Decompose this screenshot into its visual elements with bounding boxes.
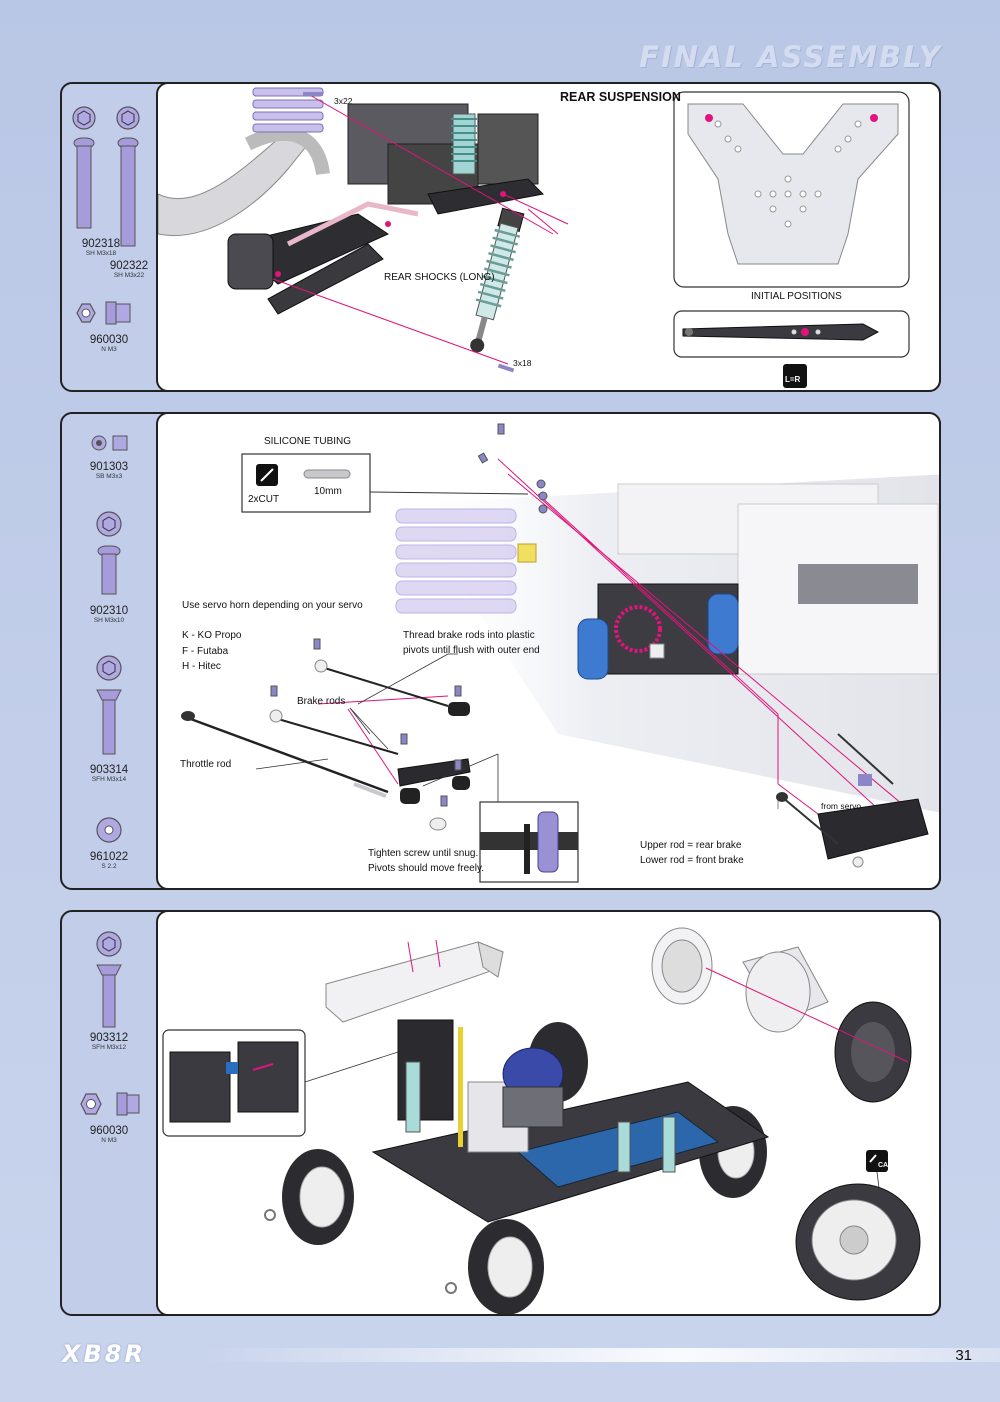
throttle-rod-label: Throttle rod	[180, 759, 232, 770]
nut-icon	[76, 301, 131, 325]
part-960030-b: 960030 N M3	[89, 1125, 129, 1144]
servo-horn-note: Use servo horn depending on your servo	[182, 600, 363, 611]
from-servo-label: from servo	[821, 801, 862, 811]
servo-option-futaba: F - Futaba	[182, 646, 229, 657]
part-902318: 902318 SH M3x18	[81, 238, 121, 257]
servo-option-ko: K - KO Propo	[182, 630, 242, 641]
brand-logo: XB8R	[62, 1340, 146, 1368]
thread-note-line2: pivots until flush with outer end	[403, 645, 540, 656]
screw-3x22-label: 3x22	[334, 96, 353, 106]
initial-positions-label: INITIAL POSITIONS	[751, 291, 842, 302]
car-final-illustration	[162, 927, 921, 1314]
parts-icons	[80, 931, 140, 1116]
upper-rod-note: Upper rod = rear brake	[640, 840, 742, 851]
rear-shocks-label: REAR SHOCKS (LONG)	[384, 272, 495, 283]
part-960030: 960030 N M3	[89, 334, 129, 353]
brake-throttle-panel: SILICONE TUBING 2xCUT 10mm Use servo hor…	[156, 412, 941, 890]
tubing-length-label: 10mm	[314, 486, 342, 497]
screw-3x18-label: 3x18	[513, 358, 532, 368]
washer-icon	[96, 817, 122, 843]
lower-rod-note: Lower rod = front brake	[640, 855, 744, 866]
brake-linkage-illustration	[181, 423, 939, 883]
brake-throttle-section: 901303 SB M3x3 902310 SH M3x10 903314 SF…	[60, 412, 941, 890]
rear-suspension-panel: 3x22 REAR SUSPENSION REAR SHOCKS (LONG) …	[156, 82, 941, 392]
page-title: FINAL ASSEMBLY	[639, 40, 942, 74]
flat-head-screw-icon	[96, 655, 122, 755]
set-screw-icon	[91, 435, 128, 451]
nut-icon	[80, 1092, 140, 1116]
parts-sidebar: 902318 SH M3x18 902322 SH M3x22 960030 N…	[62, 84, 156, 390]
parts-sidebar: 901303 SB M3x3 902310 SH M3x10 903314 SF…	[62, 414, 156, 888]
screw-icon	[116, 106, 140, 247]
tighten-note-line1: Tighten screw until snug.	[368, 848, 479, 859]
ca-badge-text: CA	[878, 1162, 889, 1169]
wheel-wing-panel: CA	[156, 910, 941, 1316]
thread-note-line1: Thread brake rods into plastic	[403, 630, 535, 641]
screw-icon	[72, 106, 96, 229]
part-901303: 901303 SB M3x3	[89, 461, 129, 480]
tighten-note-line2: Pivots should move freely.	[368, 863, 484, 874]
part-961022: 961022 S 2.2	[89, 851, 129, 870]
brake-rods-label: Brake rods	[297, 696, 346, 707]
silicone-tubing-title: SILICONE TUBING	[264, 436, 352, 447]
lr-badge-text: L=R	[785, 375, 801, 384]
part-903314: 903314 SFH M3x14	[89, 764, 129, 783]
servo-option-hitec: H - Hitec	[182, 661, 221, 672]
parts-sidebar: 903312 SFH M3x12 960030 N M3	[62, 912, 156, 1314]
glue-ca-icon	[866, 1150, 888, 1172]
page-number: 31	[955, 1347, 972, 1364]
rear-suspension-illustration	[158, 87, 910, 388]
flat-head-screw-icon	[96, 931, 122, 1028]
part-902322: 902322 SH M3x22	[109, 260, 149, 279]
parts-icons	[91, 435, 128, 843]
part-903312: 903312 SFH M3x12	[89, 1032, 129, 1051]
parts-icons	[72, 106, 140, 325]
rear-suspension-section: 902318 SH M3x18 902322 SH M3x22 960030 N…	[60, 82, 941, 392]
part-902310: 902310 SH M3x10	[89, 605, 129, 624]
screw-icon	[96, 511, 122, 595]
rear-suspension-title: REAR SUSPENSION	[560, 90, 681, 104]
wheel-wing-section: 903312 SFH M3x12 960030 N M3	[60, 910, 941, 1316]
footer-stripe	[200, 1348, 1000, 1362]
cut-icon	[256, 464, 278, 486]
left-equals-right-icon	[783, 364, 807, 388]
cut-count-label: 2xCUT	[248, 494, 280, 505]
